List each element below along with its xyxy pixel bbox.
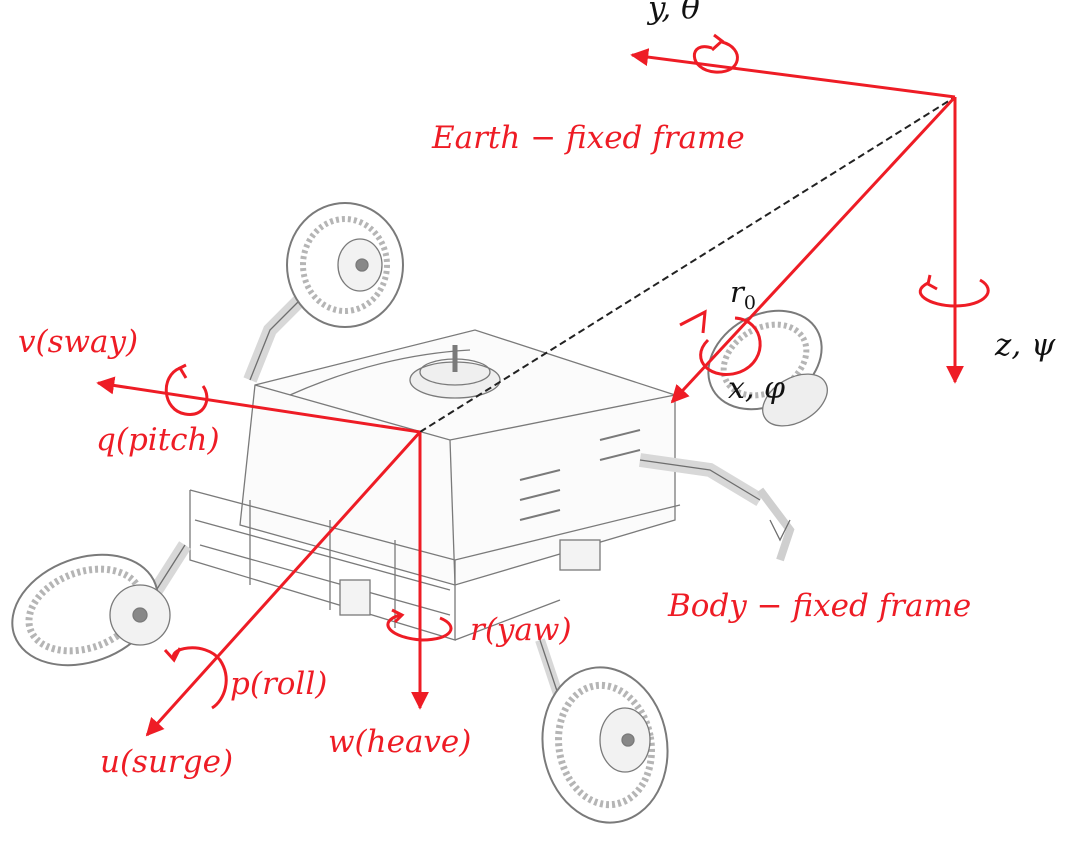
earth-r0-rotation-arrow	[699, 316, 762, 376]
body-u-surge-label: u(surge)	[100, 744, 233, 780]
rover-wheel-bottom	[541, 666, 669, 824]
body-q-pitch-label: q(pitch)	[96, 422, 220, 458]
rover-robot-illustration	[11, 202, 828, 824]
body-w-heave-label: w(heave)	[328, 724, 471, 760]
body-q-arrowhead	[177, 363, 188, 379]
rover-chassis	[189, 329, 681, 641]
earth-r0-sub: 0	[744, 292, 756, 314]
origin-connector-dashed-line	[419, 96, 956, 433]
rover-wheel-left	[11, 553, 171, 667]
rover-suspension	[144, 295, 795, 702]
body-v-sway-label: v(sway)	[18, 324, 138, 360]
earth-x-axis	[670, 95, 957, 404]
rover-wheel-top	[286, 202, 404, 328]
body-r-rotation-arrow	[386, 613, 453, 642]
body-q-rotation-arrow	[164, 366, 209, 416]
earth-y-axis	[630, 48, 956, 99]
earth-psi-rotation-arrow	[918, 278, 990, 308]
earth-frame-title: Earth − fixed frame	[431, 120, 745, 156]
body-r-arrowhead	[391, 608, 405, 624]
earth-r0-arrowhead	[679, 309, 707, 334]
rover-wheel-right	[707, 309, 828, 427]
earth-fixed-frame	[630, 33, 990, 404]
earth-theta-arrowhead	[710, 33, 725, 52]
earth-y-theta-label: y, θ	[646, 0, 700, 26]
body-fixed-frame	[96, 363, 453, 737]
earth-r0-base: r	[730, 275, 746, 309]
earth-theta-rotation-arrow	[692, 40, 739, 74]
earth-x-phi-label: x, φ	[728, 371, 785, 406]
body-v-axis	[96, 376, 421, 434]
body-u-axis	[145, 430, 422, 737]
earth-r0-label: r0	[730, 275, 756, 314]
body-p-roll-label: p(roll)	[230, 666, 327, 702]
earth-psi-arrowhead	[926, 274, 938, 291]
body-r-yaw-label: r(yaw)	[470, 612, 572, 648]
earth-z-psi-label: z, ψ	[994, 327, 1056, 363]
body-frame-title: Body − fixed frame	[667, 588, 971, 624]
earth-frame-labels: Earth − fixed frame y, θ z, ψ x, φ r0	[431, 0, 1056, 406]
body-p-arrowhead	[163, 647, 182, 663]
body-frame-labels: Body − fixed frame v(sway) q(pitch) p(ro…	[18, 324, 971, 780]
